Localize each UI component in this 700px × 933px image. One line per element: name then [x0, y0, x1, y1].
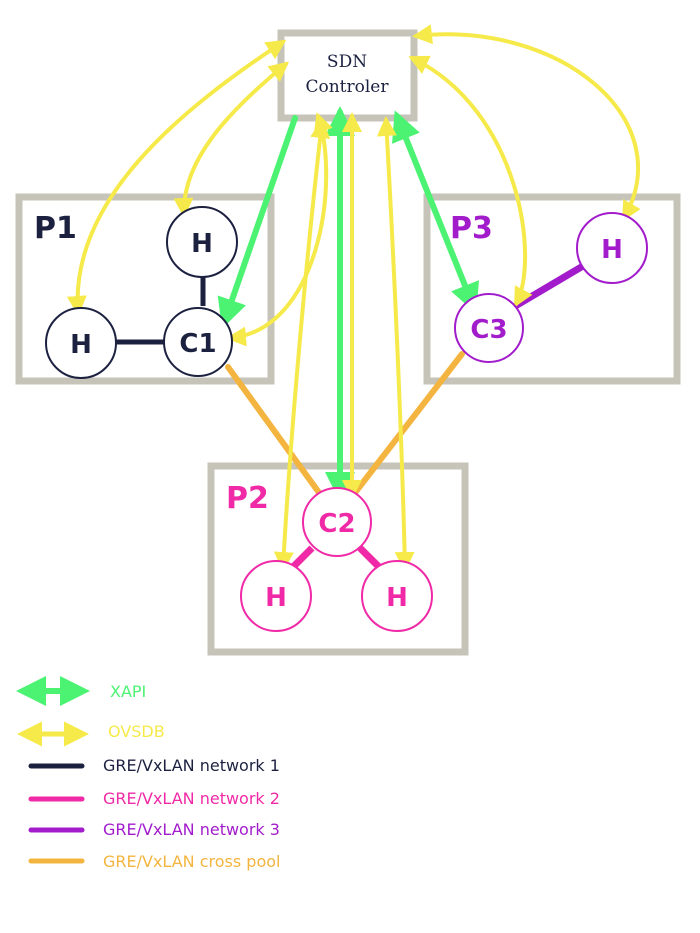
pool-label-p3: P3 — [450, 211, 493, 246]
coordinator-circle — [302, 487, 372, 557]
p3-host[interactable]: H — [576, 212, 648, 284]
legend-label-net2: GRE/VxLAN network 2 — [103, 789, 280, 808]
legend-item-xapi: XAPI — [15, 676, 146, 706]
controller-box — [277, 29, 418, 122]
host-circle — [166, 206, 238, 278]
c2-label: C2 — [318, 509, 355, 539]
coordinator-circle — [163, 307, 233, 377]
p1-coordinator-c1[interactable]: C1 — [163, 307, 233, 377]
coordinator-circle — [454, 293, 524, 363]
ovsdb-arrows — [66, 24, 641, 572]
legend: XAPI OVSDB GRE/VxLAN network 1 GRE/VxLAN… — [15, 676, 280, 871]
ovsdb-arrow-controller-h-p2-right — [376, 116, 415, 572]
host-label: H — [601, 235, 623, 265]
p2-coordinator-c2[interactable]: C2 — [302, 487, 372, 557]
p3-coordinator-c3[interactable]: C3 — [454, 293, 524, 363]
pool-label-p2: P2 — [226, 481, 269, 516]
host-label: H — [191, 229, 213, 259]
p2-host-right[interactable]: H — [361, 560, 433, 632]
ovsdb-arrow-controller-h-top — [173, 61, 290, 218]
host-label: H — [386, 583, 408, 613]
net2-link-c2-h-right — [357, 545, 383, 571]
legend-label-ovsdb: OVSDB — [108, 722, 165, 741]
c1-label: C1 — [179, 329, 216, 359]
ovsdb-arrow-controller-h-p3 — [412, 24, 641, 222]
c3-label: C3 — [470, 315, 507, 345]
controller-label-line2: Controler — [305, 77, 389, 97]
legend-label-cross: GRE/VxLAN cross pool — [103, 852, 280, 871]
legend-item-net3: GRE/VxLAN network 3 — [28, 820, 280, 839]
legend-label-xapi: XAPI — [110, 682, 146, 701]
legend-item-net2: GRE/VxLAN network 2 — [28, 789, 280, 808]
legend-item-ovsdb: OVSDB — [17, 721, 165, 747]
ovsdb-arrow-controller-h-p2-left — [273, 118, 331, 572]
host-label: H — [70, 330, 92, 360]
host-label: H — [265, 583, 287, 613]
host-circle — [361, 560, 433, 632]
controller-label-line1: SDN — [327, 52, 367, 72]
legend-item-net1: GRE/VxLAN network 1 — [28, 756, 280, 775]
legend-label-net1: GRE/VxLAN network 1 — [103, 756, 280, 775]
host-circle — [576, 212, 648, 284]
p2-host-left[interactable]: H — [240, 560, 312, 632]
p1-host-top[interactable]: H — [166, 206, 238, 278]
legend-item-cross: GRE/VxLAN cross pool — [28, 852, 280, 871]
legend-label-net3: GRE/VxLAN network 3 — [103, 820, 280, 839]
host-circle — [240, 560, 312, 632]
p1-host-left[interactable]: H — [45, 307, 117, 379]
host-circle — [45, 307, 117, 379]
pool-label-p1: P1 — [34, 211, 77, 246]
